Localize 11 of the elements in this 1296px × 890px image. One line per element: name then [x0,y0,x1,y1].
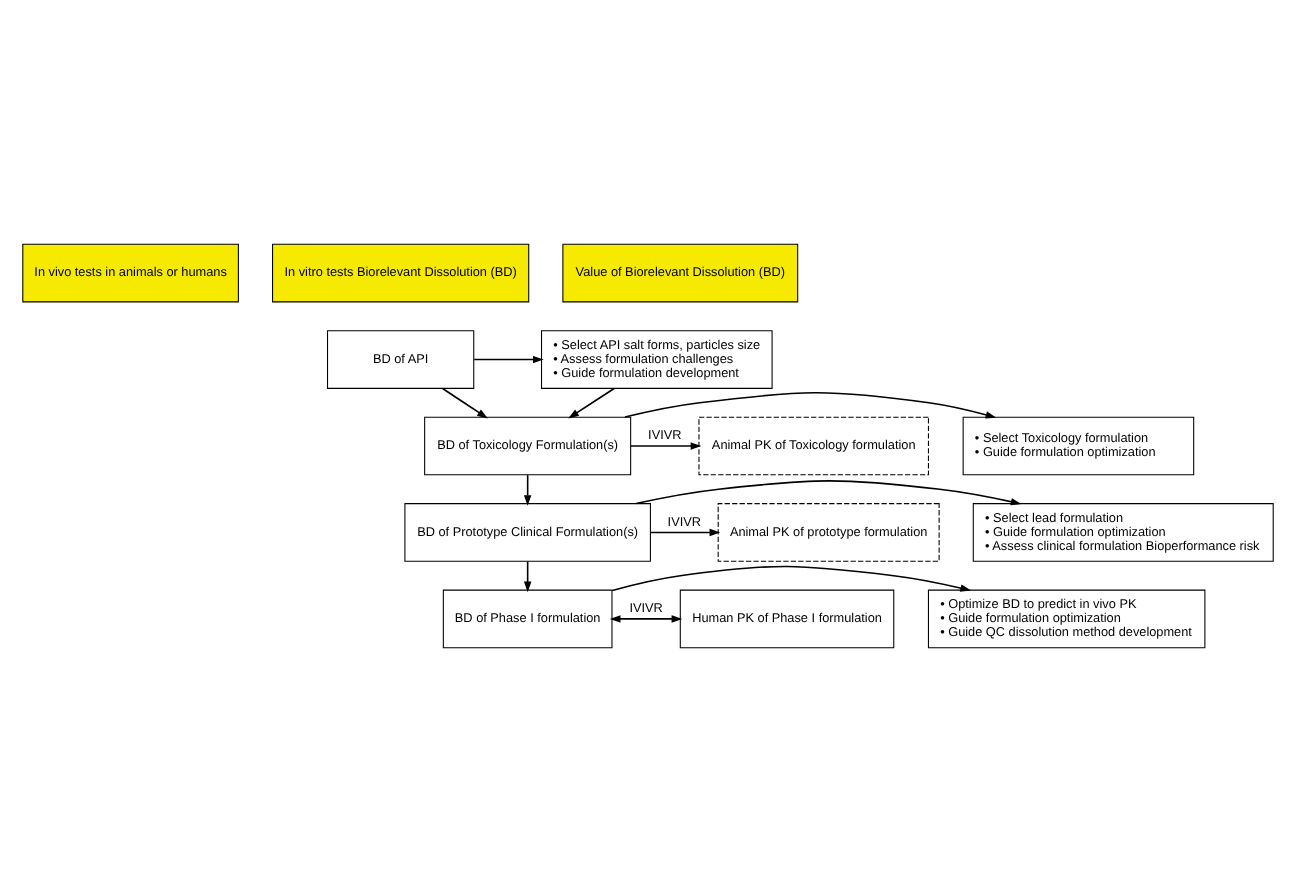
arrow [568,386,615,418]
arrow [611,564,972,591]
arrow [624,390,997,418]
arrow [523,559,532,592]
arrow [523,473,532,505]
arrow [630,441,702,449]
arrow [609,614,683,622]
arrow [441,386,488,418]
arrow [635,479,1022,505]
arrow [473,354,544,363]
arrow [649,527,721,536]
